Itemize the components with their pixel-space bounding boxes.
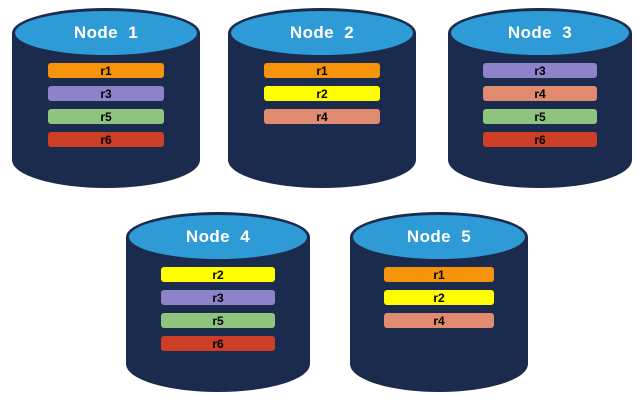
shard-label: r5 <box>534 109 546 124</box>
shard-label: r1 <box>316 63 328 78</box>
shard-label: r6 <box>100 132 112 147</box>
shard-bar[interactable]: r6 <box>482 132 598 147</box>
cylinder-top: Node 1 <box>12 8 200 58</box>
node-4[interactable]: r2 r3 r5 r6 Node 4 <box>126 212 310 392</box>
shard-bar[interactable]: r2 <box>263 86 381 101</box>
shard-bar[interactable]: r5 <box>47 109 165 124</box>
shard-bar[interactable]: r2 <box>160 267 276 282</box>
shard-label: r3 <box>534 63 546 78</box>
node-label: Node 5 <box>406 227 472 246</box>
node-2[interactable]: r1 r2 r4 Node 2 <box>228 8 416 188</box>
shard-label: r1 <box>433 267 445 282</box>
shard-list: r2 r3 r5 r6 <box>126 267 310 351</box>
shard-label: r2 <box>433 290 445 305</box>
shard-label: r2 <box>212 267 224 282</box>
node-5[interactable]: r1 r2 r4 Node 5 <box>350 212 528 392</box>
shard-bar[interactable]: r1 <box>47 63 165 78</box>
shard-label: r2 <box>316 86 328 101</box>
cylinder-top: Node 3 <box>448 8 632 58</box>
node-3[interactable]: r3 r4 r5 r6 Node 3 <box>448 8 632 188</box>
node-label: Node 4 <box>185 227 251 246</box>
shard-label: r4 <box>433 313 445 328</box>
shard-bar[interactable]: r1 <box>263 63 381 78</box>
node-label: Node 2 <box>289 23 355 42</box>
shard-label: r5 <box>100 109 112 124</box>
shard-label: r3 <box>100 86 112 101</box>
shard-label: r6 <box>212 336 224 351</box>
shard-bar[interactable]: r6 <box>160 336 276 351</box>
shard-list: r1 r2 r4 <box>228 63 416 124</box>
shard-label: r4 <box>534 86 546 101</box>
node-label: Node 3 <box>507 23 573 42</box>
shard-bar[interactable]: r3 <box>47 86 165 101</box>
shard-label: r6 <box>534 132 546 147</box>
shard-list: r1 r3 r5 r6 <box>12 63 200 147</box>
shard-bar[interactable]: r4 <box>383 313 495 328</box>
shard-bar[interactable]: r6 <box>47 132 165 147</box>
cylinder-top: Node 2 <box>228 8 416 58</box>
shard-bar[interactable]: r1 <box>383 267 495 282</box>
node-1[interactable]: r1 r3 r5 r6 Node 1 <box>12 8 200 188</box>
shard-bar[interactable]: r3 <box>482 63 598 78</box>
shard-list: r3 r4 r5 r6 <box>448 63 632 147</box>
shard-label: r4 <box>316 109 328 124</box>
shard-bar[interactable]: r4 <box>263 109 381 124</box>
cylinder-top: Node 4 <box>126 212 310 262</box>
shard-bar[interactable]: r5 <box>160 313 276 328</box>
shard-bar[interactable]: r3 <box>160 290 276 305</box>
shard-label: r1 <box>100 63 112 78</box>
shard-label: r3 <box>212 290 224 305</box>
node-label: Node 1 <box>73 23 139 42</box>
shard-bar[interactable]: r4 <box>482 86 598 101</box>
shard-list: r1 r2 r4 <box>350 267 528 328</box>
shard-bar[interactable]: r2 <box>383 290 495 305</box>
shard-label: r5 <box>212 313 224 328</box>
shard-bar[interactable]: r5 <box>482 109 598 124</box>
cylinder-top: Node 5 <box>350 212 528 262</box>
